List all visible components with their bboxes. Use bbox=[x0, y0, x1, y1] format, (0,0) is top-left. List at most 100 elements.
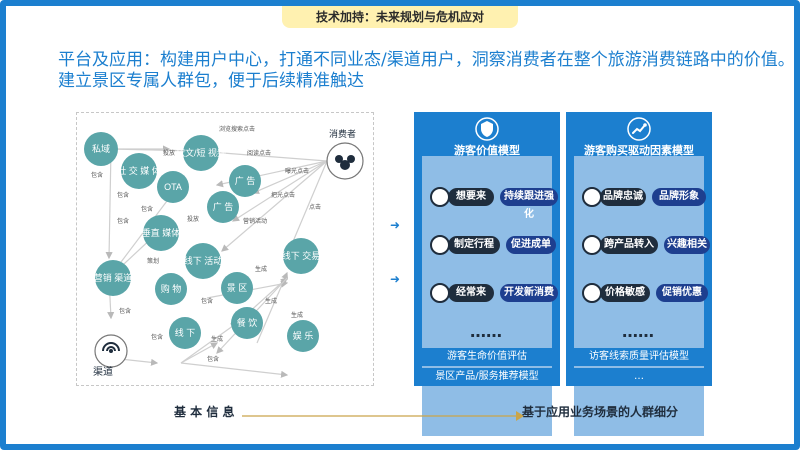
channel-icon[interactable] bbox=[94, 334, 128, 368]
node-social[interactable] bbox=[121, 153, 157, 189]
node-label-ad-2: 广 告 bbox=[213, 201, 234, 212]
node-offline[interactable] bbox=[169, 317, 201, 349]
relation-diagram-canvas: 私域 社 交 媒 体 软文/短 视频 OTA 广 告 广 告 垂直 媒体 营销 … bbox=[84, 125, 364, 378]
panel-header: 游客购买驱动因素模型 bbox=[566, 112, 712, 157]
sub-box: 访客线索质量评估模型 bbox=[566, 348, 712, 366]
node-vertical-media[interactable] bbox=[143, 215, 179, 251]
headline-line-1: 平台及应用：构建用户中心，打通不同业态/渠道用户，洞察消费者在整个旅游消费链路中… bbox=[58, 50, 795, 70]
node-dining[interactable] bbox=[231, 307, 263, 339]
arrow-right-icon: ➜ bbox=[390, 272, 401, 286]
node-label-shopping: 购 物 bbox=[161, 283, 182, 294]
edge-label-3: 投放 bbox=[187, 215, 199, 223]
panel-body: 想要来 持续跟进强化 制定行程 促进成单 经常来 开发新消费 …… bbox=[422, 156, 558, 436]
node-marketing[interactable] bbox=[95, 260, 131, 296]
edge-label-8: 曝光点击 bbox=[285, 167, 309, 175]
pill-right: 促销优惠 bbox=[656, 284, 708, 302]
edge-label-6: 包含 bbox=[117, 217, 129, 225]
node-label-scenic: 景 区 bbox=[227, 283, 248, 293]
consumer-label: 消费者 bbox=[329, 128, 356, 140]
person-icon bbox=[582, 235, 602, 255]
node-offline-activity[interactable] bbox=[185, 243, 221, 279]
edge-label-5: 包含 bbox=[117, 191, 129, 199]
node-label-dining: 餐 饮 bbox=[237, 317, 258, 328]
ellipsis: …… bbox=[470, 322, 502, 341]
panel-tourist-value-model: 游客价值模型 想要来 持续跟进强化 制定行程 促进成单 经常来 开发新消费 ……… bbox=[414, 112, 560, 436]
pill-left: 制定行程 bbox=[448, 236, 500, 254]
relation-diagram: 私域 社 交 媒 体 软文/短 视频 OTA 广 告 广 告 垂直 媒体 营销 … bbox=[76, 112, 374, 386]
node-label-entertainment: 娱 乐 bbox=[293, 330, 314, 341]
node-label-offline-trade: 线下 交易 bbox=[282, 250, 321, 261]
consumer-icon[interactable] bbox=[326, 142, 364, 180]
node-label-private: 私域 bbox=[92, 143, 110, 154]
node-label-content: 软文/短 视频 bbox=[176, 147, 226, 158]
node-entertainment[interactable] bbox=[287, 320, 319, 352]
edge-label-19: 包含 bbox=[119, 307, 131, 315]
node-label-offline-activity: 线下 活动 bbox=[184, 255, 223, 266]
node-offline-trade[interactable] bbox=[283, 238, 319, 274]
channel-label: 渠道 bbox=[93, 365, 113, 378]
pill-left: 跨产品转入 bbox=[600, 236, 658, 254]
panel-title: 游客购买驱动因素模型 bbox=[584, 144, 694, 157]
panel-body: 品牌忠诚 品牌形象 跨产品转入 兴趣相关 价格敏感 促销优惠 …… bbox=[574, 156, 710, 436]
pill-left: 想要来 bbox=[448, 188, 494, 206]
arrow-right-icon: ➜ bbox=[390, 218, 401, 232]
node-ad-1[interactable] bbox=[229, 165, 261, 197]
edge-label-20: 包含 bbox=[207, 355, 219, 363]
panel-header: 游客价值模型 bbox=[414, 112, 560, 157]
edge-label-2: 投放 bbox=[163, 149, 175, 157]
node-label-ota: OTA bbox=[164, 182, 182, 192]
panel-title: 游客价值模型 bbox=[454, 144, 520, 157]
pill-left: 价格敏感 bbox=[600, 284, 650, 302]
node-ota[interactable] bbox=[157, 171, 189, 203]
sub-box: 游客生命价值评估 bbox=[414, 348, 560, 366]
person-icon bbox=[430, 187, 450, 207]
analytics-icon bbox=[627, 117, 651, 141]
node-shopping[interactable] bbox=[155, 273, 187, 305]
headline: 平台及应用：构建用户中心，打通不同业态/渠道用户，洞察消费者在整个旅游消费链路中… bbox=[58, 50, 798, 92]
node-content[interactable] bbox=[183, 135, 219, 171]
edge-label-16: 生成 bbox=[291, 311, 303, 319]
sub-box: 景区产品/服务推荐模型 bbox=[414, 368, 560, 386]
node-label-offline: 线 下 bbox=[175, 327, 196, 338]
node-ad-2[interactable] bbox=[207, 191, 239, 223]
pill-right: 促进成单 bbox=[506, 236, 556, 254]
ellipsis: …… bbox=[622, 322, 654, 341]
edge-label-7: 包含 bbox=[141, 205, 153, 213]
panel-purchase-driver-model: 游客购买驱动因素模型 品牌忠诚 品牌形象 跨产品转入 兴趣相关 价格敏感 促销优… bbox=[566, 112, 712, 436]
pill-right: 持续跟进强化 bbox=[500, 188, 558, 220]
edge-label-0: 浏览搜索点击 bbox=[219, 125, 255, 133]
footer-right: 基于应用业务场景的人群细分 bbox=[522, 405, 679, 419]
person-icon bbox=[430, 283, 450, 303]
person-icon bbox=[430, 235, 450, 255]
pill-right: 品牌形象 bbox=[652, 188, 706, 206]
edge-label-18: 生成 bbox=[211, 335, 223, 343]
edge-label-10: 点击 bbox=[309, 203, 321, 211]
headline-line-2: 建立景区专属人群包，便于后续精准触达 bbox=[58, 71, 364, 91]
bottom-arrow bbox=[242, 411, 524, 421]
pill-right: 兴趣相关 bbox=[664, 236, 710, 254]
sub-box: … bbox=[566, 368, 712, 386]
pill-left: 经常来 bbox=[448, 284, 494, 302]
edge-label-13: 生成 bbox=[255, 265, 267, 273]
footer-left: 基 本 信 息 bbox=[174, 405, 235, 419]
node-label-social: 社 交 媒 体 bbox=[117, 165, 161, 176]
pill-right: 开发新消费 bbox=[500, 284, 558, 302]
edge-label-12: 策划 bbox=[147, 257, 159, 265]
edge-label-17: 包含 bbox=[151, 333, 163, 341]
pill-left: 品牌忠诚 bbox=[600, 188, 646, 206]
shield-icon bbox=[475, 117, 499, 141]
edge-label-14: 生成 bbox=[265, 297, 277, 305]
edge-label-11: 营销活动 bbox=[243, 217, 267, 225]
edge-label-15: 包含 bbox=[201, 297, 213, 305]
person-icon bbox=[582, 187, 602, 207]
node-label-vertical-media: 垂直 媒体 bbox=[142, 227, 181, 238]
node-scenic[interactable] bbox=[221, 272, 253, 304]
edge-label-1: 阅读点击 bbox=[247, 149, 271, 157]
person-icon bbox=[582, 283, 602, 303]
node-private[interactable] bbox=[84, 132, 118, 166]
edge-label-9: 把光点击 bbox=[271, 191, 295, 199]
node-label-marketing: 营销 渠道 bbox=[94, 272, 133, 283]
node-label-ad-1: 广 告 bbox=[235, 175, 256, 186]
top-badge: 技术加持：未来规划与危机应对 bbox=[282, 6, 518, 28]
